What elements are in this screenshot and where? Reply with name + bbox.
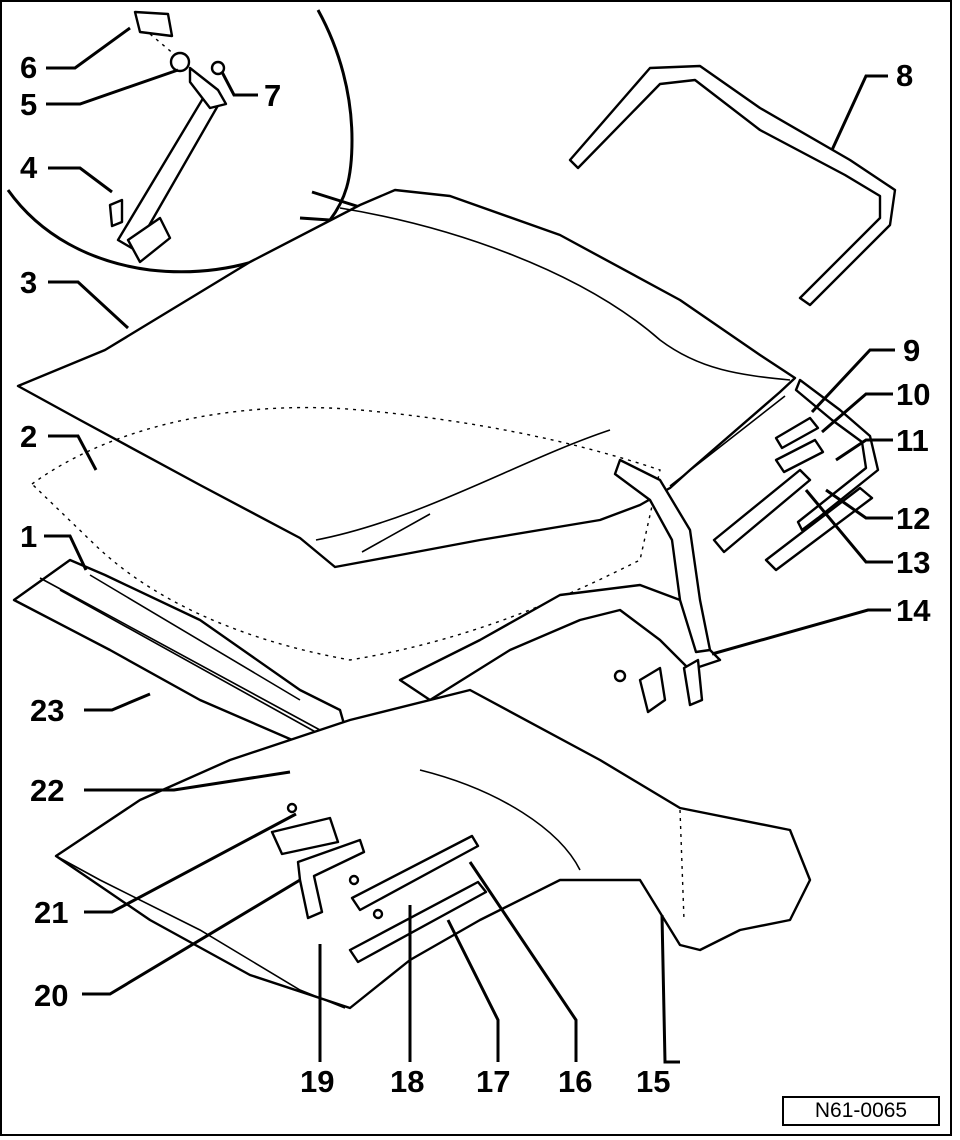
callout-12: 12 [896, 501, 930, 536]
leader-lines [44, 26, 895, 1064]
callout-11: 11 [896, 423, 929, 458]
callout-21: 21 [34, 895, 68, 930]
callout-13: 13 [896, 545, 930, 580]
detail-inset [6, 9, 421, 274]
callout-23: 23 [30, 693, 64, 728]
callout-22: 22 [30, 773, 64, 808]
callout-19: 19 [300, 1064, 334, 1099]
side-seals-9-13 [712, 378, 880, 572]
callout-2: 2 [20, 419, 37, 454]
callout-10: 10 [896, 377, 930, 412]
callout-1: 1 [20, 519, 37, 554]
callout-5: 5 [20, 87, 37, 122]
tonneau-body-15 [54, 688, 812, 1010]
callout-3: 3 [20, 265, 37, 300]
callout-20: 20 [34, 978, 68, 1013]
callout-8: 8 [896, 58, 913, 93]
callout-18: 18 [390, 1064, 424, 1099]
side-frame-14 [398, 458, 722, 714]
roof-panel-3 [16, 188, 797, 569]
callout-4: 4 [20, 150, 38, 185]
windscreen-header-1-23 [12, 558, 352, 754]
callout-9: 9 [903, 333, 920, 368]
callout-labels: 6 5 7 4 3 2 1 23 22 21 20 8 9 10 11 12 1… [20, 50, 931, 1099]
callout-15: 15 [636, 1064, 670, 1099]
callout-16: 16 [558, 1064, 592, 1099]
fittings-16-21 [270, 802, 488, 964]
figure-reference-label: N61-0065 [782, 1096, 940, 1126]
callout-14: 14 [896, 593, 931, 628]
rear-window-frame-8 [568, 64, 897, 307]
callout-17: 17 [476, 1064, 510, 1099]
callout-6: 6 [20, 50, 37, 85]
callout-7: 7 [264, 78, 281, 113]
